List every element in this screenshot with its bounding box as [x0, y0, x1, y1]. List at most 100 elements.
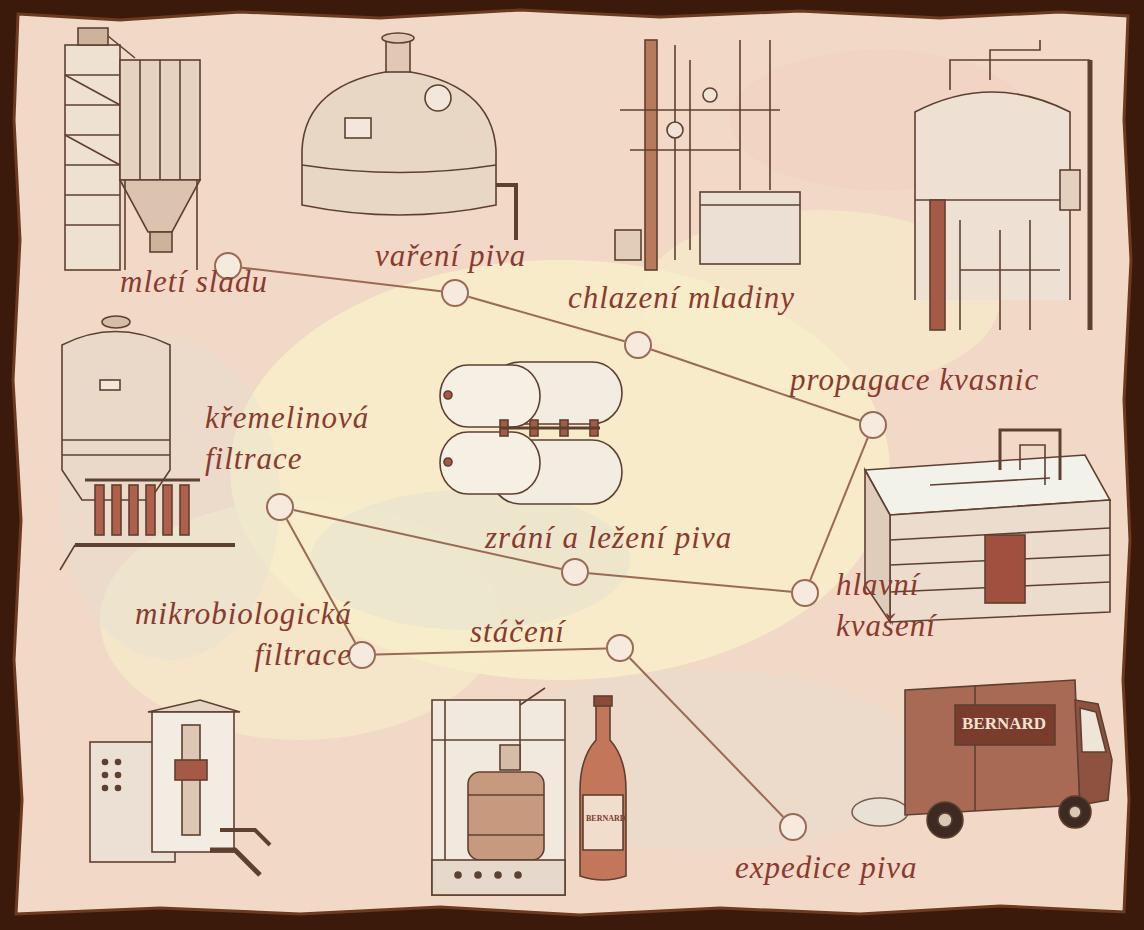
malt-mill-silo-part [65, 134, 120, 136]
malt-mill-silo-part [124, 180, 126, 270]
kieselguhr-filter-part [180, 485, 189, 535]
brew-kettle-part [496, 185, 516, 240]
step-label: chlazení mladiny [568, 278, 795, 319]
fermentation-vat-part [1000, 430, 1060, 480]
wort-cooler-part [667, 122, 683, 138]
filling-machine-part [475, 872, 481, 878]
wort-cooler [615, 40, 800, 270]
malt-mill-silo-part [150, 232, 172, 252]
brand-label: BERNARD [962, 714, 1046, 734]
malt-mill-silo-part [65, 224, 120, 226]
microbiological-filter-part [103, 773, 108, 778]
filling-machine-part [468, 794, 544, 796]
process-step: vaření piva [441, 279, 469, 307]
kieselguhr-filter-part [95, 485, 104, 535]
delivery-truck-part [927, 802, 963, 838]
brew-kettle-part [345, 118, 371, 138]
delivery-truck-part [1080, 708, 1106, 752]
parchment-part [310, 490, 630, 630]
wort-cooler-part [703, 88, 717, 102]
beer-bottle-part [594, 696, 612, 706]
flow-line [630, 658, 784, 817]
brand-label: BERNARD [586, 814, 626, 823]
step-label: zrání a ležení piva [485, 518, 732, 559]
step-label: stáčení [470, 612, 565, 653]
lagering-tanks-part [444, 391, 452, 399]
malt-mill-silo-part [108, 36, 135, 58]
kieselguhr-filter-part [85, 479, 200, 482]
delivery-truck-part [1075, 700, 1112, 805]
process-step: mletí sladu [214, 252, 242, 280]
lagering-tanks-part [440, 365, 540, 427]
process-step: křemelinová filtrace [266, 493, 294, 521]
delivery-truck-part [905, 680, 1080, 815]
step-label: expedice piva [735, 848, 918, 889]
filling-machine-part [444, 700, 446, 860]
malt-mill-silo-part [78, 28, 108, 45]
wort-cooler-part [674, 45, 676, 260]
microbiological-filter-part [220, 830, 270, 845]
kieselguhr-filter-part [112, 485, 121, 535]
wort-cooler-part [739, 40, 741, 190]
brew-kettle-part [302, 165, 496, 173]
filling-machine [432, 688, 565, 895]
filling-machine-part [432, 700, 565, 895]
filling-machine-part [432, 739, 565, 741]
kieselguhr-filter-part [146, 485, 155, 535]
kieselguhr-filter-part [75, 543, 235, 547]
wort-cooler-part [645, 40, 657, 270]
wort-cooler-part [620, 109, 780, 111]
microbiological-filter-part [116, 760, 121, 765]
step-label: mikrobiologická filtrace [60, 594, 352, 676]
delivery-truck-part [938, 813, 952, 827]
delivery-truck-part [852, 798, 908, 826]
malt-mill-silo-part [139, 60, 141, 180]
parchment-part [13, 10, 1131, 915]
filling-machine-part [468, 772, 544, 860]
malt-mill-silo-part [179, 60, 181, 180]
filling-machine-part [455, 872, 461, 878]
kieselguhr-filter-part [62, 454, 170, 456]
lagering-tanks-part [444, 458, 452, 466]
kieselguhr-filter-part [163, 485, 172, 535]
brew-kettle [302, 33, 516, 240]
step-label: vaření piva [375, 236, 526, 277]
yeast-propagation-tank-part [950, 60, 1090, 90]
microbiological-filter-part [175, 760, 207, 780]
malt-mill-silo-part [65, 104, 120, 106]
step-label: propagace kvasnic [790, 360, 1039, 401]
filling-machine-part [468, 834, 544, 836]
yeast-propagation-tank-part [959, 220, 961, 330]
lagering-tanks-part [500, 427, 600, 430]
yeast-propagation-tank [915, 40, 1090, 330]
microbiological-filter-part [103, 760, 108, 765]
delivery-truck [852, 680, 1112, 838]
malt-mill-silo-part [120, 60, 200, 180]
process-step: chlazení mladiny [624, 331, 652, 359]
malt-mill-silo [65, 28, 200, 270]
malt-mill-silo-part [196, 180, 198, 270]
malt-mill-silo-part [65, 135, 120, 165]
fermentation-vat-part [890, 500, 1110, 622]
step-label: mletí sladu [120, 262, 268, 303]
beer-bottle-part [580, 705, 626, 880]
filling-machine-part [500, 745, 520, 770]
microbiological-filter-part [210, 850, 260, 875]
malt-mill-silo-part [65, 74, 120, 76]
fermentation-vat-part [930, 478, 1050, 485]
yeast-propagation-tank-part [1060, 170, 1080, 210]
yeast-propagation-tank-part [960, 269, 1060, 271]
filling-machine-part [495, 872, 501, 878]
yeast-propagation-tank-part [930, 200, 945, 330]
microbiological-filter-part [103, 786, 108, 791]
filling-machine-part [515, 872, 521, 878]
malt-mill-silo-part [159, 60, 161, 180]
malt-mill-silo-part [65, 75, 120, 105]
delivery-truck-part [1059, 796, 1091, 828]
microbiological-filter [90, 700, 270, 875]
